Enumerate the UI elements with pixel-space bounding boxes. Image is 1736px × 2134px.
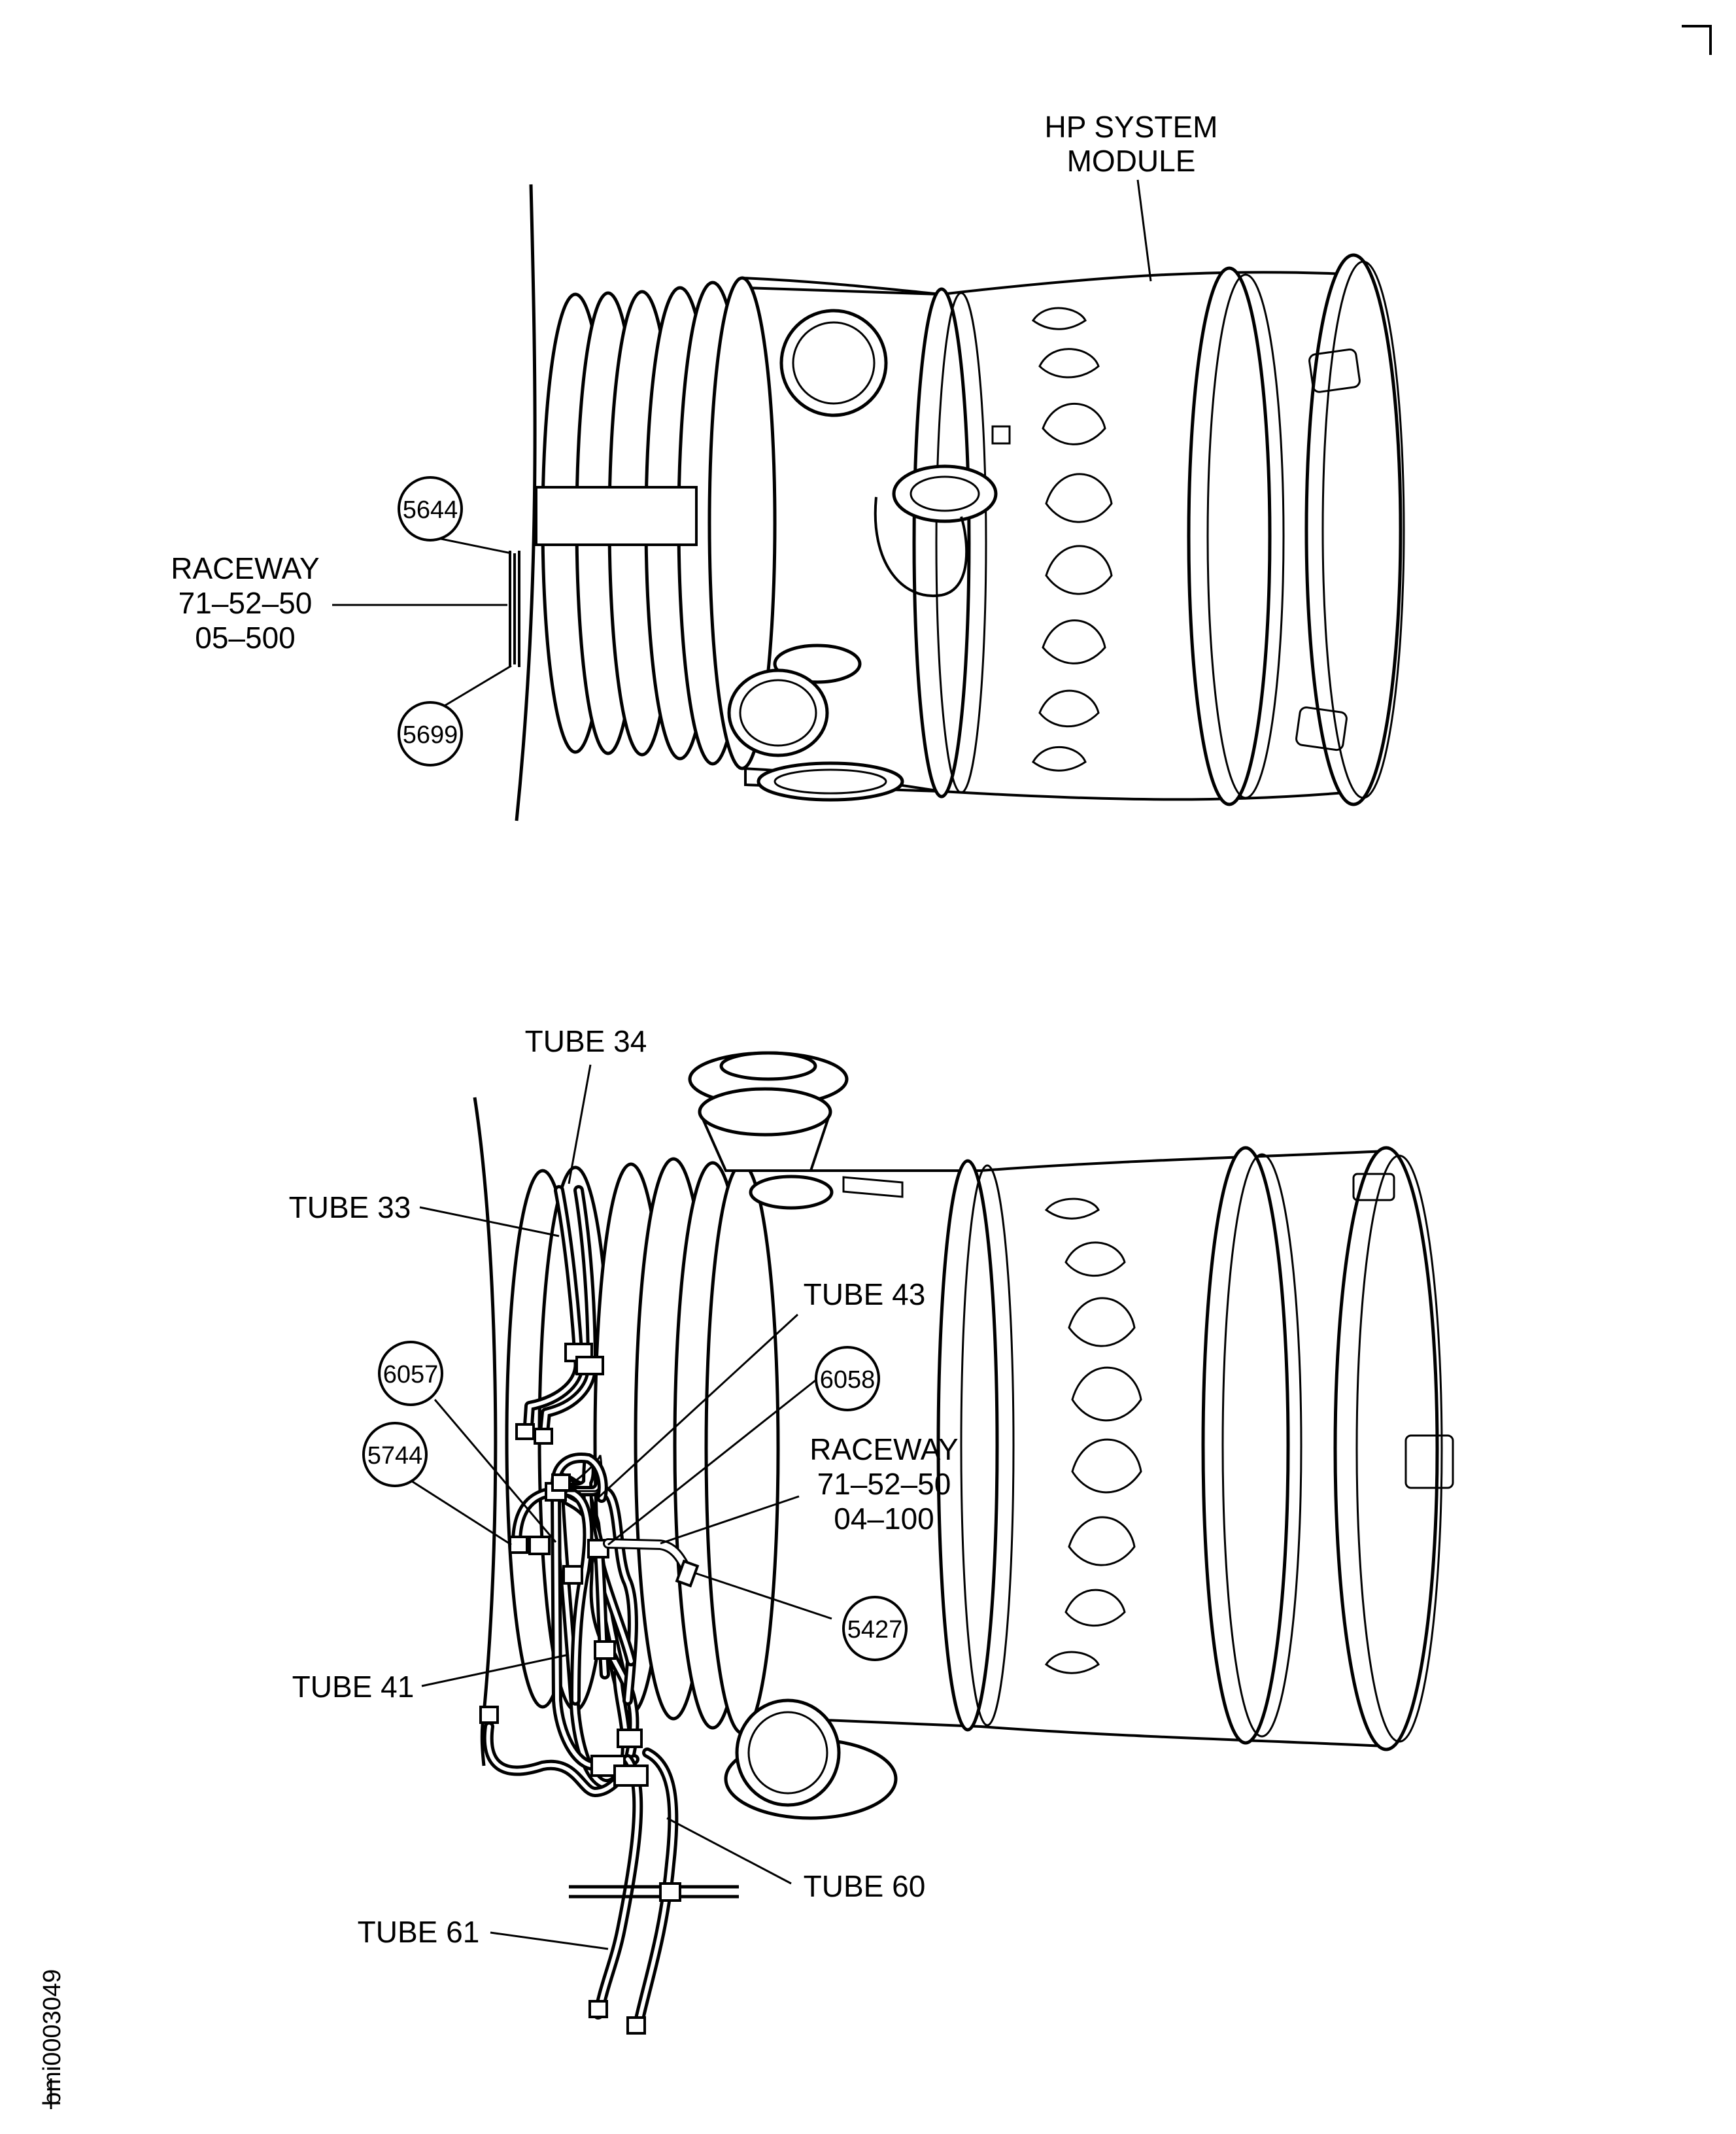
tube-41-label: TUBE 41 bbox=[292, 1670, 415, 1704]
callout-5427-circle bbox=[842, 1596, 908, 1661]
callout-5744-circle bbox=[362, 1422, 428, 1487]
callout-6058-circle bbox=[815, 1346, 880, 1411]
callout-5699: 5699 bbox=[403, 721, 458, 749]
top-engine-view bbox=[332, 179, 1405, 821]
callout-6058: 6058 bbox=[820, 1366, 876, 1394]
corner-crop-mark bbox=[1682, 25, 1712, 55]
callout-6057-circle bbox=[378, 1341, 443, 1406]
callout-6057: 6057 bbox=[383, 1361, 439, 1388]
raceway-bottom-label-3: 04–100 bbox=[834, 1502, 934, 1536]
raceway-bottom-label-2: 71–52–50 bbox=[817, 1467, 951, 1501]
raceway-top-label-3: 05–500 bbox=[195, 621, 296, 655]
tube-60-label: TUBE 60 bbox=[804, 1869, 926, 1903]
figure-id: bmi0003049 bbox=[39, 1969, 66, 2106]
tube-34-label: TUBE 34 bbox=[525, 1024, 647, 1058]
callout-5644-circle bbox=[398, 476, 463, 542]
callout-5744: 5744 bbox=[367, 1442, 423, 1470]
bottom-engine-view bbox=[411, 1051, 1454, 2035]
tube-61-label: TUBE 61 bbox=[358, 1915, 480, 1949]
hp-system-module-label-line1: HP SYSTEM bbox=[1045, 110, 1218, 144]
hp-system-module-label-line2: MODULE bbox=[1067, 144, 1196, 178]
callout-5427: 5427 bbox=[847, 1616, 903, 1644]
raceway-bottom-label-1: RACEWAY bbox=[809, 1432, 958, 1466]
callout-5644: 5644 bbox=[403, 496, 458, 524]
raceway-top-label-1: RACEWAY bbox=[171, 551, 319, 585]
raceway-top-label-2: 71–52–50 bbox=[179, 586, 313, 620]
tube-33-label: TUBE 33 bbox=[289, 1190, 411, 1224]
callout-5699-circle bbox=[398, 701, 463, 766]
tube-43-label: TUBE 43 bbox=[804, 1277, 926, 1311]
